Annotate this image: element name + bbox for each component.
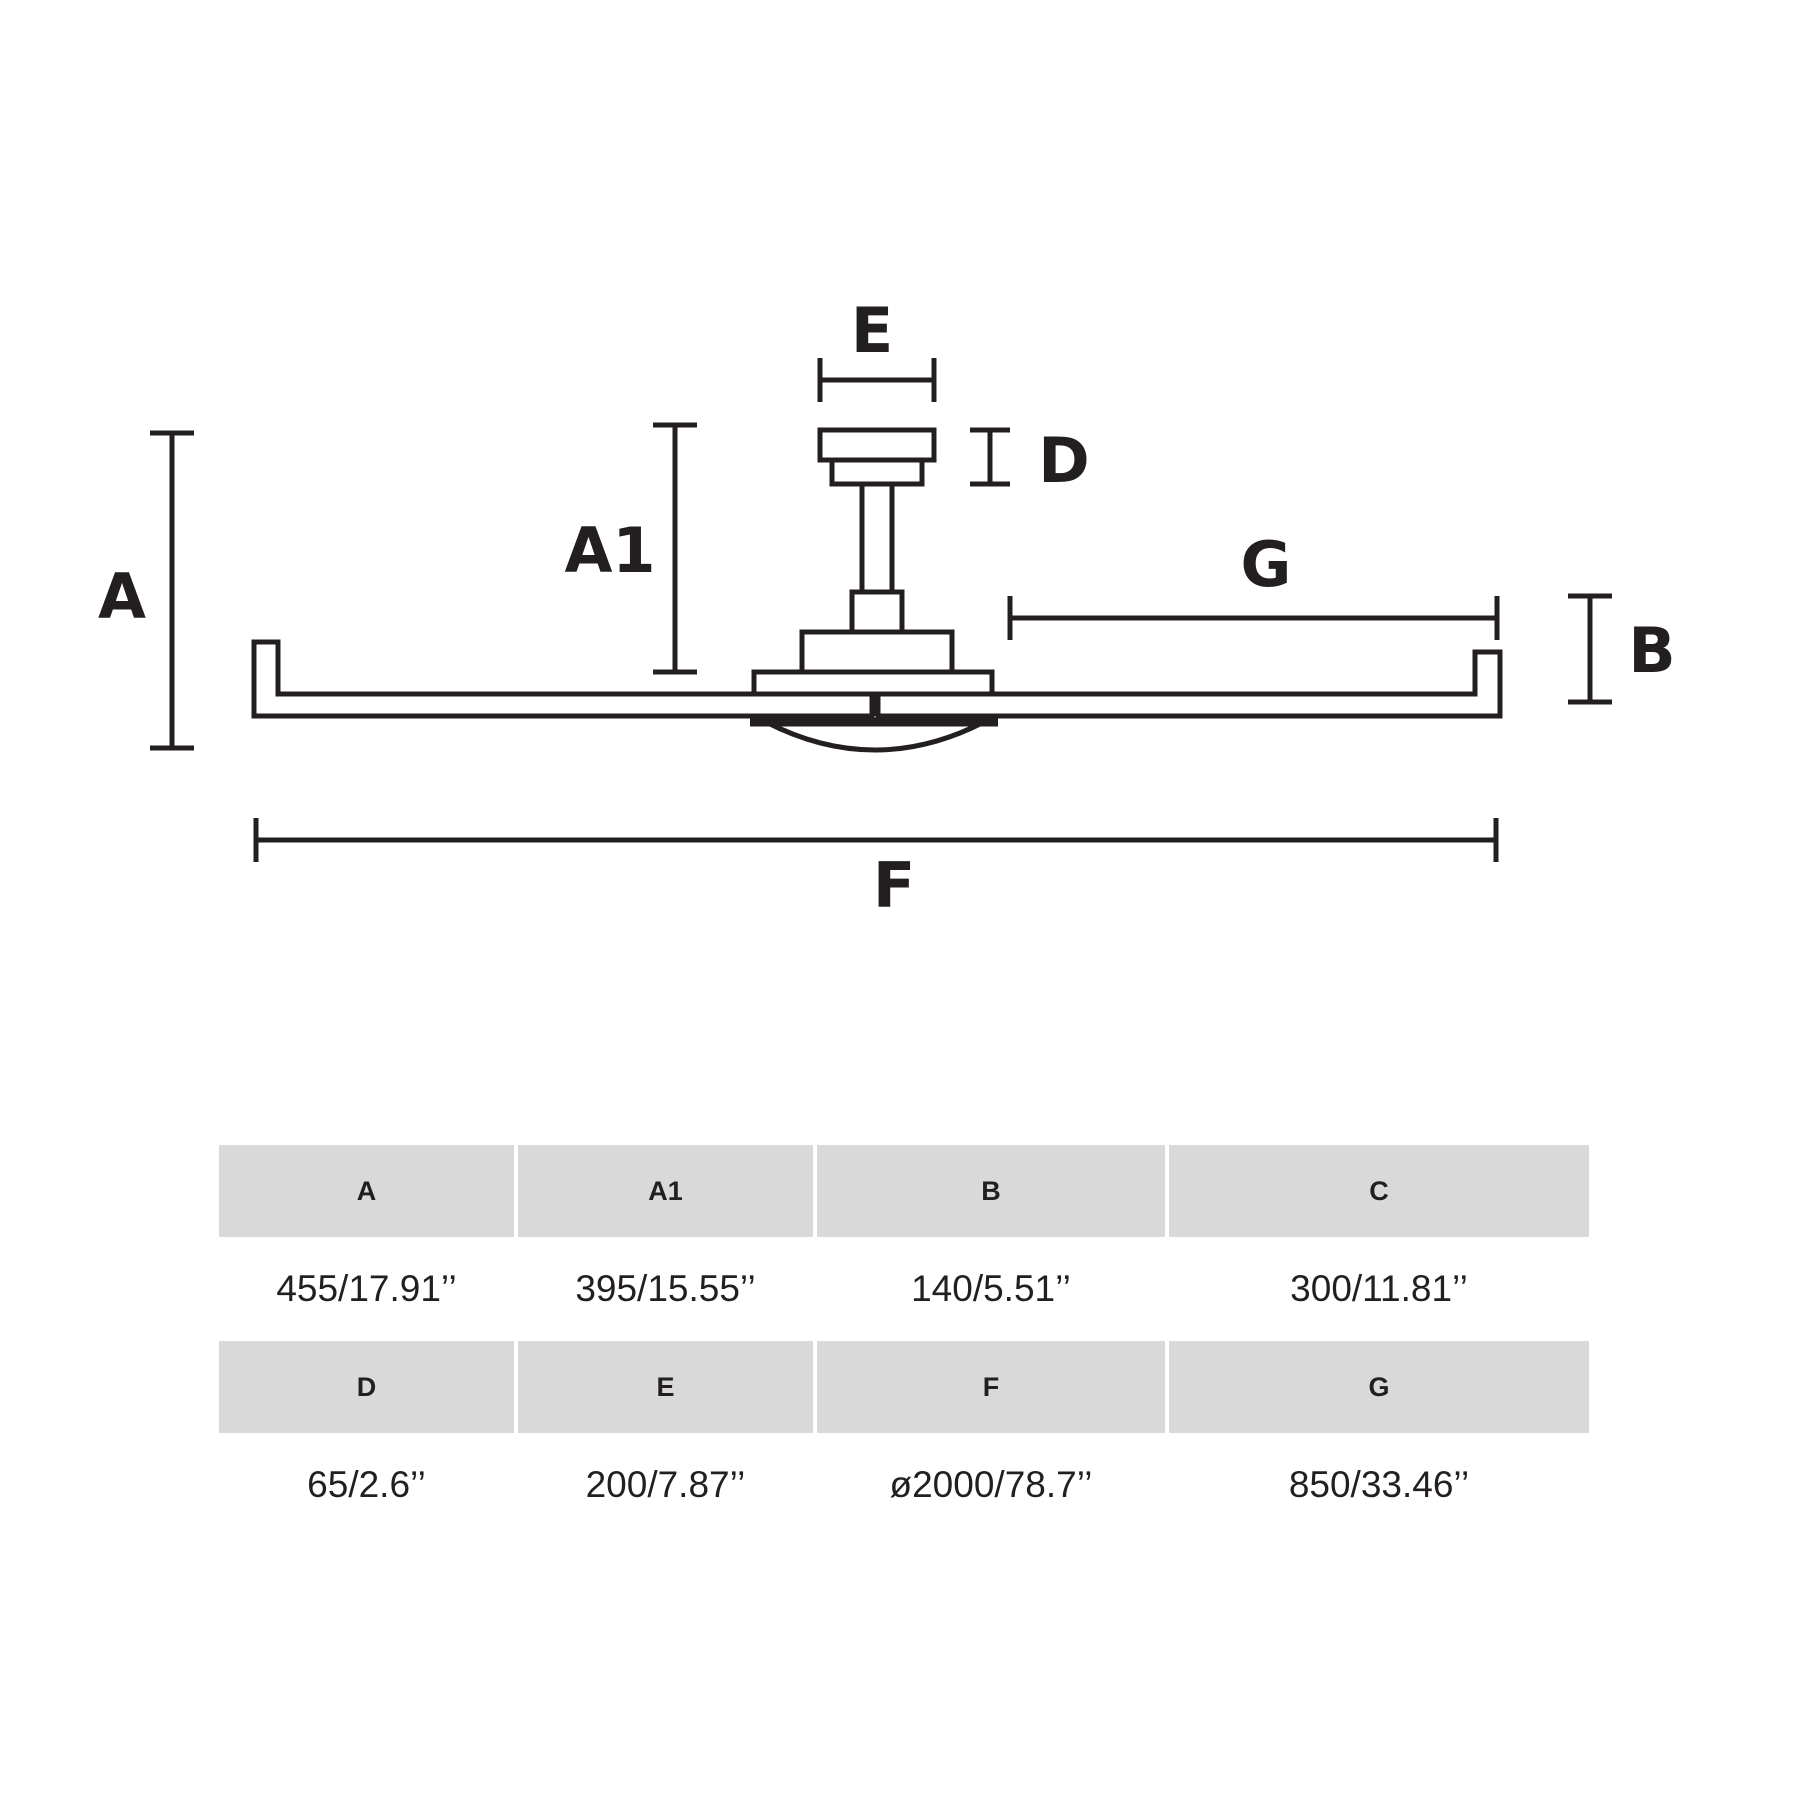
label-e: E bbox=[851, 294, 893, 367]
dimension-g bbox=[1007, 596, 1500, 640]
downrod bbox=[859, 481, 895, 595]
header-row: A A1 B C bbox=[219, 1145, 1589, 1237]
label-a: A bbox=[98, 560, 146, 633]
dimension-b bbox=[1568, 593, 1612, 705]
right-blade bbox=[875, 649, 1503, 719]
label-g: G bbox=[1241, 528, 1292, 601]
value-cell-b: 140/5.51’’ bbox=[911, 1268, 1071, 1309]
label-f: F bbox=[873, 849, 915, 922]
header-cell-c: C bbox=[1169, 1145, 1589, 1237]
dimension-d bbox=[970, 427, 1010, 487]
motor-upper bbox=[799, 629, 955, 675]
dimensions-table: A A1 B C 455/17.91’’ 395/15.55’’ 140/5.5… bbox=[215, 1145, 1593, 1537]
value-cell-d: 65/2.6’’ bbox=[307, 1464, 426, 1505]
label-a1: A1 bbox=[564, 514, 655, 587]
header-row: D E F G bbox=[219, 1341, 1589, 1433]
header-cell-g: G bbox=[1169, 1341, 1589, 1433]
value-cell-e: 200/7.87’’ bbox=[585, 1464, 746, 1505]
canopy-top bbox=[817, 427, 937, 463]
value-cell-g: 850/33.46’’ bbox=[1288, 1464, 1470, 1505]
label-b: B bbox=[1628, 614, 1675, 687]
light-dome bbox=[764, 719, 986, 753]
coupler bbox=[849, 589, 905, 635]
value-cell-c: 300/11.81’’ bbox=[1290, 1268, 1468, 1309]
motor-lower bbox=[751, 669, 995, 697]
value-cell-a: 455/17.91’’ bbox=[276, 1268, 457, 1309]
header-cell-a1: A1 bbox=[518, 1145, 813, 1237]
header-cell-d: D bbox=[219, 1341, 514, 1433]
fan-outline bbox=[251, 427, 1503, 753]
value-row: 455/17.91’’ 395/15.55’’ 140/5.51’’ 300/1… bbox=[219, 1237, 1589, 1341]
header-cell-a: A bbox=[219, 1145, 514, 1237]
dimension-e bbox=[817, 358, 937, 402]
dimension-a1 bbox=[653, 422, 697, 675]
value-cell-f: ø2000/78.7’’ bbox=[889, 1464, 1093, 1505]
dimension-f bbox=[253, 818, 1499, 862]
value-cell-a1: 395/15.55’’ bbox=[575, 1268, 756, 1309]
fan-dimension-drawing: A A1 E D G B F bbox=[98, 294, 1676, 922]
dimension-a bbox=[150, 430, 194, 751]
header-cell-e: E bbox=[518, 1341, 813, 1433]
label-d: D bbox=[1038, 424, 1089, 497]
canopy-bottom bbox=[829, 457, 925, 487]
header-cell-f: F bbox=[817, 1341, 1165, 1433]
value-row: 65/2.6’’ 200/7.87’’ ø2000/78.7’’ 850/33.… bbox=[219, 1433, 1589, 1537]
left-blade bbox=[251, 639, 875, 719]
header-cell-b: B bbox=[817, 1145, 1165, 1237]
